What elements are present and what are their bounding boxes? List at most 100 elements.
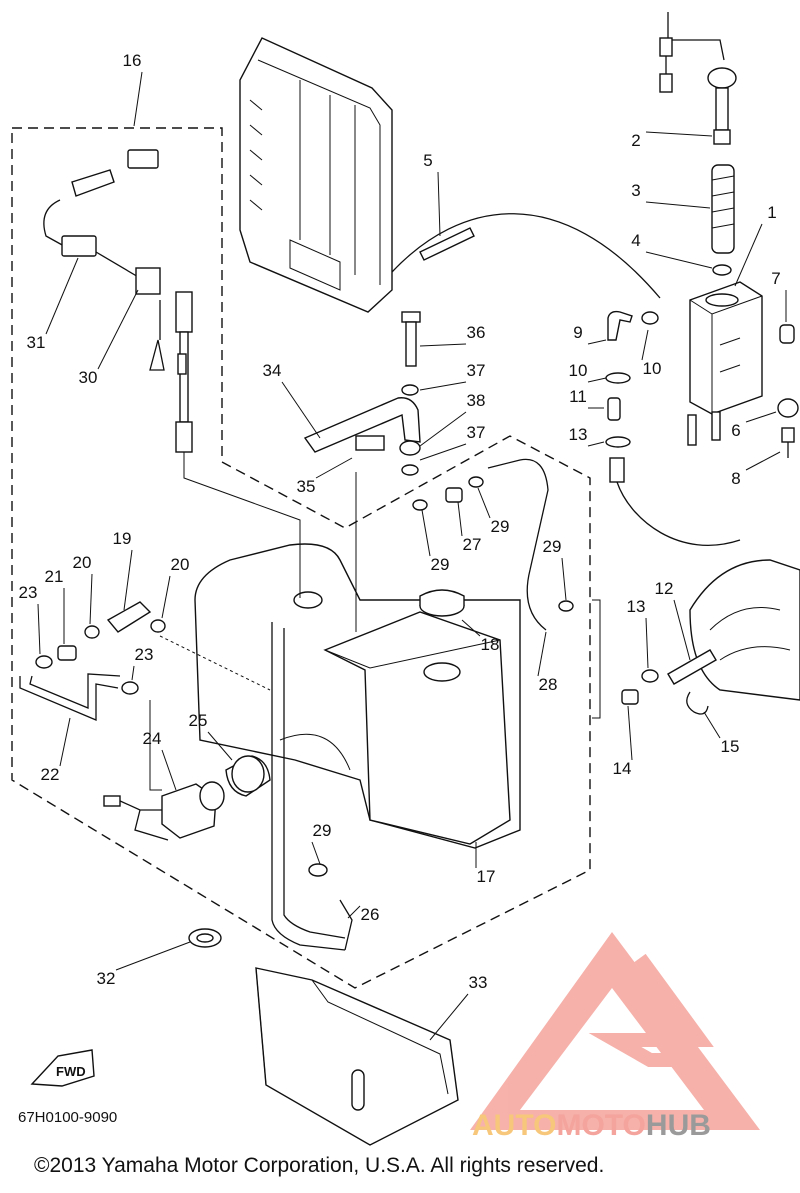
part-number-32: 32 xyxy=(97,969,116,988)
leader-line-32 xyxy=(115,941,191,971)
filter-25 xyxy=(225,755,271,797)
hose-26 xyxy=(271,622,353,951)
part-number-34: 34 xyxy=(263,361,282,380)
part-number-10: 10 xyxy=(643,359,662,378)
part-number-28: 28 xyxy=(539,675,558,694)
part-number-29: 29 xyxy=(491,517,510,536)
leader-line-14 xyxy=(627,705,633,761)
sender-30 xyxy=(95,251,193,453)
drawing-code: 67H0100-9090 xyxy=(18,1109,117,1126)
watermark-logo xyxy=(470,932,760,1130)
watermark-text-moto: MOTO xyxy=(556,1109,645,1142)
leader-lines xyxy=(37,71,787,1041)
part-number-17: 17 xyxy=(477,867,496,886)
leader-line-9 xyxy=(587,339,607,345)
part-number-14: 14 xyxy=(613,759,632,778)
bracket-line xyxy=(592,599,601,719)
hose-9 xyxy=(607,310,633,341)
tank-cover xyxy=(239,37,393,313)
assembly-boundary xyxy=(11,127,591,989)
washer-4 xyxy=(712,264,732,276)
part-number-33: 33 xyxy=(469,973,488,992)
leader-line-22 xyxy=(59,717,71,767)
leader-line-12 xyxy=(673,599,691,661)
leader-line-34 xyxy=(281,381,321,439)
hose-5 xyxy=(391,213,661,299)
fwd-arrow: FWD xyxy=(30,1049,95,1087)
leader-line-8 xyxy=(745,451,781,471)
leader-line-29 xyxy=(421,509,431,557)
bracket-34 xyxy=(303,397,421,453)
leader-line-23 xyxy=(131,665,135,681)
leader-line-16 xyxy=(133,71,143,127)
copyright-notice: ©2013 Yamaha Motor Corporation, U.S.A. A… xyxy=(34,1154,604,1177)
leader-line-27 xyxy=(457,501,463,537)
clamp-13b xyxy=(641,669,659,683)
clamps-10 xyxy=(605,311,659,384)
bolt-36 xyxy=(401,311,421,367)
clamps-23 xyxy=(35,655,139,695)
leader-line-1 xyxy=(734,223,763,287)
part-number-23: 23 xyxy=(19,583,38,602)
oil-tank xyxy=(194,543,521,849)
leader-line-4 xyxy=(645,251,713,269)
clamps-29 xyxy=(308,476,574,877)
engine-section xyxy=(689,559,800,701)
leader-line-5 xyxy=(437,171,441,237)
part-number-30: 30 xyxy=(79,368,98,387)
part-number-12: 12 xyxy=(655,579,674,598)
clamp-13 xyxy=(605,436,741,546)
leader-line-20 xyxy=(161,575,171,619)
part-number-29: 29 xyxy=(313,821,332,840)
tank-cap-18 xyxy=(419,589,465,617)
leader-connectors xyxy=(149,452,357,791)
part-number-10: 10 xyxy=(569,361,588,380)
grommets xyxy=(777,324,799,458)
part-number-20: 20 xyxy=(73,553,92,572)
bracket-33 xyxy=(255,967,459,1146)
part-number-23: 23 xyxy=(135,645,154,664)
part-number-31: 31 xyxy=(27,333,46,352)
hose-22 xyxy=(19,673,121,721)
part-number-13: 13 xyxy=(569,425,588,444)
part-number-22: 22 xyxy=(41,765,60,784)
part-number-29: 29 xyxy=(431,555,450,574)
part-number-7: 7 xyxy=(771,269,780,288)
part-number-29: 29 xyxy=(543,537,562,556)
fwd-label: FWD xyxy=(56,1064,86,1079)
leader-line-3 xyxy=(645,201,711,209)
part-number-37: 37 xyxy=(467,423,486,442)
part-number-4: 4 xyxy=(631,231,640,250)
oil-pump-24 xyxy=(103,781,225,841)
leader-line-31 xyxy=(45,257,79,335)
hose-19 xyxy=(106,601,152,633)
leader-line-38 xyxy=(419,411,467,447)
leader-line-2 xyxy=(645,131,713,137)
leader-line-29 xyxy=(311,841,321,865)
part-number-36: 36 xyxy=(467,323,486,342)
part-number-8: 8 xyxy=(731,469,740,488)
clip-15 xyxy=(686,691,709,715)
part-number-26: 26 xyxy=(361,905,380,924)
part-number-19: 19 xyxy=(113,529,132,548)
part-number-15: 15 xyxy=(721,737,740,756)
leader-line-13 xyxy=(587,441,605,447)
leader-line-37 xyxy=(419,443,467,461)
part-number-37: 37 xyxy=(467,361,486,380)
leader-line-33 xyxy=(429,993,469,1041)
clip-32 xyxy=(188,928,222,948)
watermark-text-auto: AUTO xyxy=(472,1109,556,1142)
joint-21 xyxy=(57,645,77,661)
part-number-27: 27 xyxy=(463,535,482,554)
leader-line-28 xyxy=(537,631,547,677)
leader-line-19 xyxy=(123,549,133,611)
level-sensor xyxy=(659,12,737,145)
leader-line-37 xyxy=(419,381,467,391)
part-number-5: 5 xyxy=(423,151,432,170)
leader-line-6 xyxy=(745,411,777,423)
part-number-9: 9 xyxy=(573,323,582,342)
part-number-25: 25 xyxy=(189,711,208,730)
part-number-11: 11 xyxy=(569,387,587,406)
sub-tank xyxy=(687,281,763,446)
part-number-35: 35 xyxy=(297,477,316,496)
